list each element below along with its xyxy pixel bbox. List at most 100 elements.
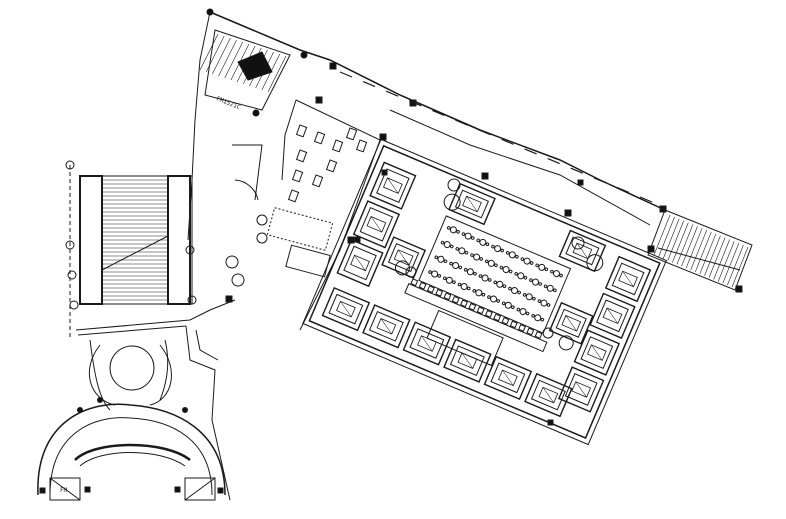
stair-tread (713, 239, 730, 280)
dining-table (552, 270, 560, 278)
chair (517, 290, 521, 295)
booth-seat (343, 245, 377, 281)
booth-table (457, 352, 478, 369)
chair (500, 248, 504, 253)
chair (515, 254, 519, 259)
window-pane (639, 196, 653, 203)
left-stair-treads (102, 179, 168, 301)
chair (476, 238, 481, 243)
entrance-arch: FM (37, 397, 226, 501)
bar-stool (476, 306, 485, 315)
booth (589, 292, 636, 340)
booth-seating (321, 161, 652, 418)
chair (559, 273, 563, 278)
dining-table (502, 266, 510, 274)
stair-tread (667, 220, 685, 261)
dining-table (475, 289, 483, 297)
chair (493, 280, 498, 285)
booth-table (586, 344, 607, 361)
right-stair (647, 205, 753, 293)
chair (550, 269, 554, 274)
chair (494, 263, 498, 268)
dining-table (538, 263, 546, 271)
west-outer-wall (187, 11, 211, 241)
chair (535, 263, 539, 268)
kitchen-stations (287, 124, 368, 203)
window-pane (385, 90, 399, 97)
stair-tread (676, 224, 694, 265)
chair (466, 286, 471, 291)
booth-seat (409, 328, 445, 359)
lobby-east-wall-inner (195, 329, 219, 361)
booth-table (417, 335, 437, 352)
booth-seat (490, 362, 526, 394)
entrance-canopy (74, 443, 191, 461)
booth-seat (376, 168, 410, 203)
chair (449, 261, 453, 266)
chair (501, 301, 506, 306)
chair (540, 317, 545, 322)
booth (524, 372, 573, 418)
chair (544, 267, 549, 272)
booth-seat (387, 243, 420, 273)
stair-tread (704, 235, 721, 276)
dining-hall-outline (302, 138, 668, 446)
chair (455, 247, 460, 251)
door-swing (184, 477, 216, 501)
dining-table (494, 245, 502, 253)
chair (446, 226, 451, 230)
window-pane (455, 119, 468, 126)
planter (225, 255, 239, 269)
dining-table (460, 283, 468, 291)
booth-table (538, 386, 559, 404)
chair (491, 244, 495, 249)
booth-seat (580, 336, 614, 370)
column-dot (252, 109, 260, 117)
right-stair-handrail (657, 247, 741, 271)
booth-table (383, 177, 403, 194)
bar-stool (526, 327, 535, 336)
booth (369, 161, 417, 210)
booth-table-hatch (354, 255, 366, 271)
chair (538, 282, 542, 286)
chair (479, 257, 484, 261)
column-marker (65, 160, 75, 170)
planter (586, 254, 604, 272)
chair (525, 311, 530, 316)
chair (529, 261, 534, 265)
column-marker (69, 300, 79, 310)
dining-table (508, 251, 516, 259)
dining-table (443, 241, 451, 249)
chair (511, 305, 515, 310)
column-dark (354, 236, 361, 243)
bar-stool (451, 295, 460, 304)
column-dark (381, 169, 388, 176)
booth (336, 238, 384, 288)
booth-table-hatch (622, 271, 634, 287)
chair (428, 270, 432, 274)
column-dark (225, 295, 233, 303)
small-tag-label: FM (60, 487, 68, 494)
bar-stool (493, 313, 502, 322)
booth-table (393, 249, 414, 266)
bar-stool (460, 299, 468, 308)
entrance-canopy-inner (79, 452, 186, 467)
dining-table (490, 295, 498, 303)
stair-tread (708, 237, 726, 278)
window-pane (478, 129, 491, 136)
left-stair-rail-right (167, 175, 191, 305)
bar-stool (534, 331, 543, 339)
chair (529, 278, 533, 282)
rotunda-curve (149, 344, 172, 406)
booth-seat (449, 345, 485, 377)
column-dot (300, 51, 308, 59)
bar-stool (468, 302, 477, 311)
window-pane (501, 138, 514, 145)
chair (537, 299, 542, 303)
dining-table (479, 238, 487, 246)
chair (457, 282, 462, 287)
chair (520, 257, 525, 261)
dining-hall-outer (308, 144, 661, 439)
column-dark (329, 62, 337, 70)
